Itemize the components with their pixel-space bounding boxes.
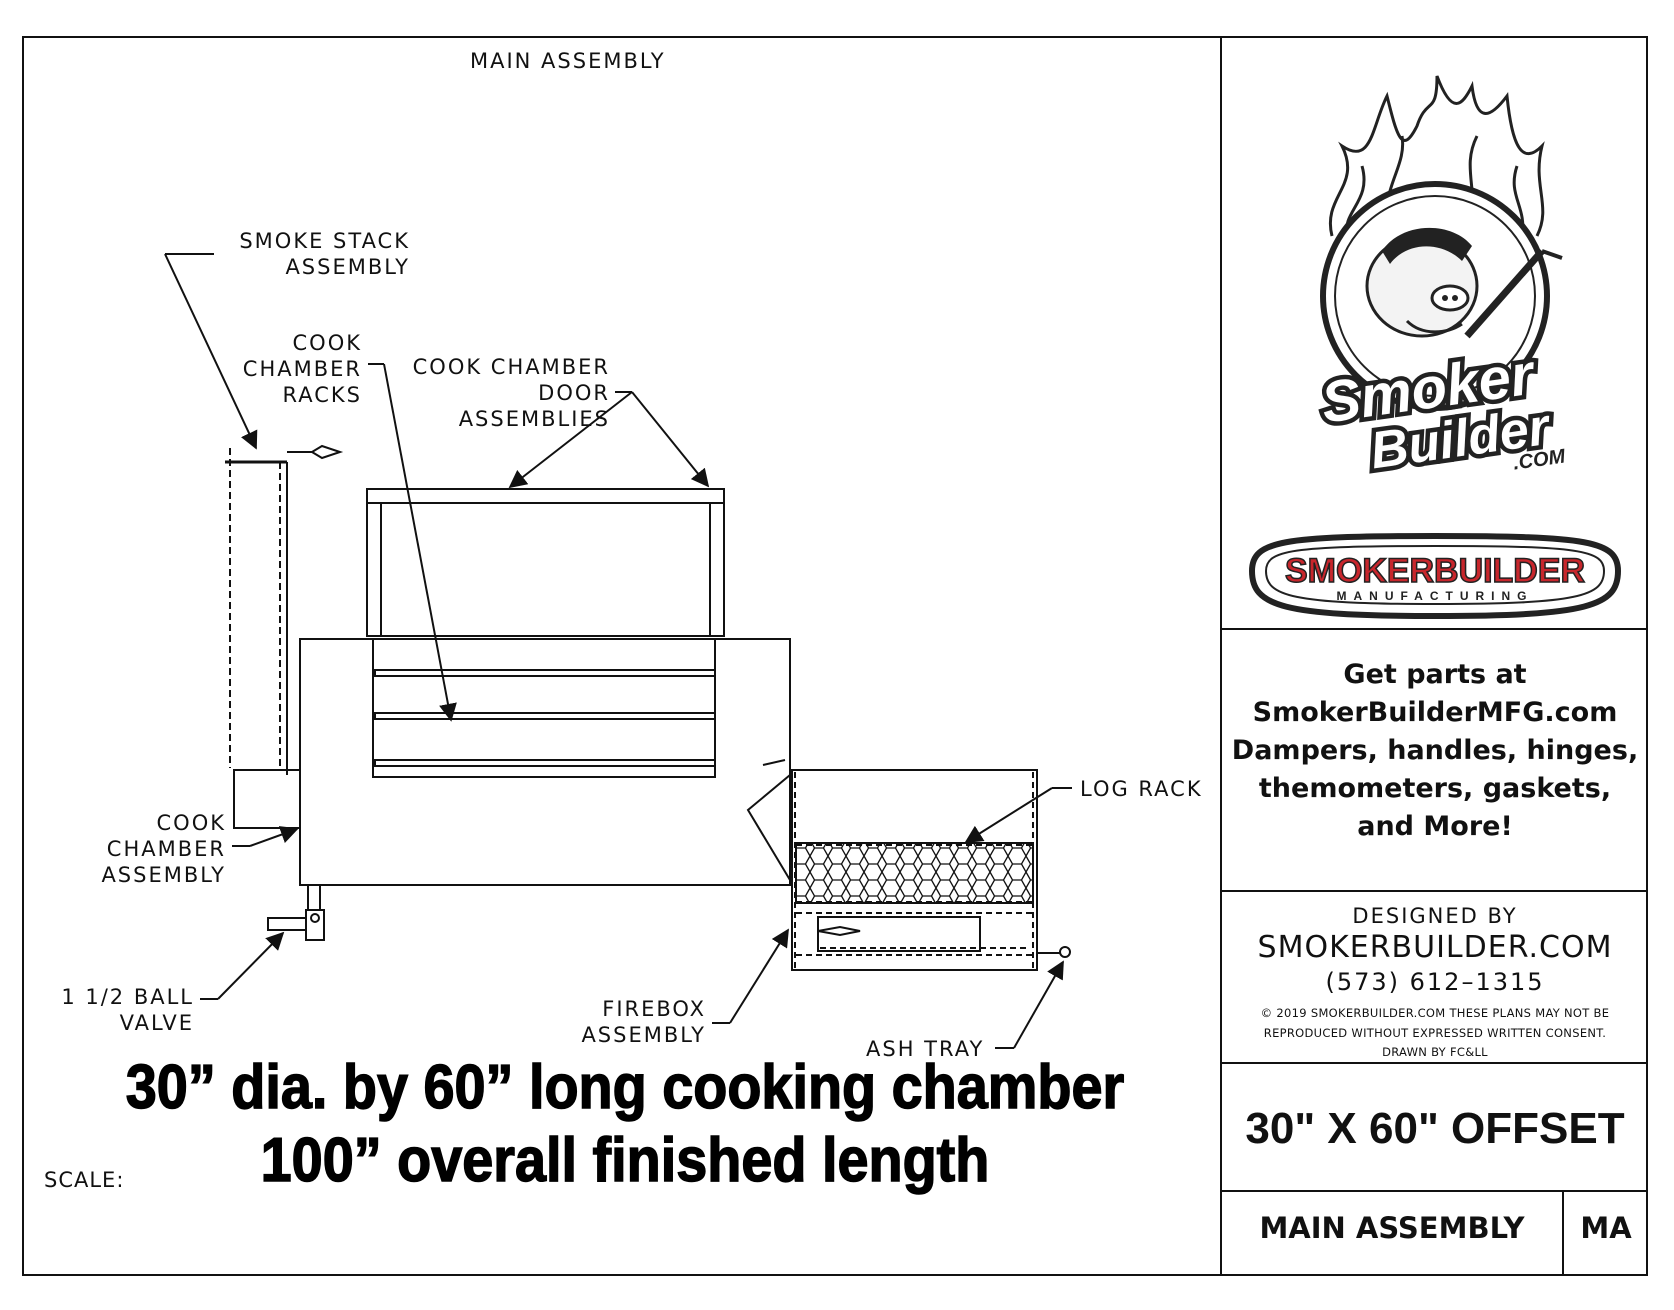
designer-site: SMOKERBUILDER.COM bbox=[1257, 930, 1613, 965]
firebox-assembly-callout: FIREBOX ASSEMBLY bbox=[581, 997, 706, 1047]
title-block: Smoker Builder .COM SMOKERBUILDER MANUFA… bbox=[1220, 36, 1648, 1276]
title-divider bbox=[1562, 1192, 1564, 1274]
drawing-title: 30" X 60" OFFSET bbox=[1245, 1104, 1625, 1153]
sheet-name: MAIN ASSEMBLY bbox=[1259, 1211, 1525, 1245]
ball-valve-callout: 1 1/2 BALL VALVE bbox=[61, 985, 194, 1035]
cook-chamber-racks-callout: COOK CHAMBER RACKS bbox=[242, 331, 362, 407]
ash-tray-callout: ASH TRAY bbox=[866, 1037, 985, 1061]
main-assembly-drawing bbox=[164, 253, 1072, 1049]
smoke-stack-callout: SMOKE STACK ASSEMBLY bbox=[239, 229, 410, 279]
copyright-line-1: © 2019 SMOKERBUILDER.COM THESE PLANS MAY… bbox=[1260, 1006, 1610, 1020]
ball-valve bbox=[267, 884, 325, 941]
parts-line-5: and More! bbox=[1357, 811, 1513, 842]
parts-line-1: Get parts at bbox=[1343, 659, 1527, 690]
parts-panel bbox=[1222, 630, 1648, 892]
mfg-logo-word-2: MANUFACTURING bbox=[1337, 589, 1534, 603]
cook-chamber-assembly-callout: COOK CHAMBER ASSEMBLY bbox=[101, 811, 226, 887]
smokerbuilder-mfg-logo: SMOKERBUILDER MANUFACTURING bbox=[1248, 532, 1622, 620]
cook-chamber-body bbox=[299, 638, 791, 886]
headline-line-2: 100” overall finished length bbox=[260, 1125, 990, 1196]
leader-lines bbox=[164, 253, 1072, 1049]
parts-line-4: themometers, gaskets, bbox=[1258, 773, 1612, 804]
copyright-line-2: REPRODUCED WITHOUT EXPRESSED WRITTEN CON… bbox=[1263, 1026, 1607, 1040]
drawn-by: DRAWN BY FC&LL bbox=[1382, 1045, 1488, 1059]
cook-chamber-door-callout: COOK CHAMBER DOOR ASSEMBLIES bbox=[412, 355, 610, 431]
logo-panel: Smoker Builder .COM SMOKERBUILDER MANUFA… bbox=[1222, 36, 1648, 630]
designer-phone: (573) 612–1315 bbox=[1325, 968, 1545, 996]
drawing-title-panel bbox=[1222, 1064, 1648, 1192]
parts-line-2: SmokerBuilderMFG.com bbox=[1252, 697, 1618, 728]
mfg-logo-word-1: SMOKERBUILDER bbox=[1285, 552, 1585, 590]
designer-panel bbox=[1222, 892, 1648, 1064]
smokerbuilder-pig-logo: Smoker Builder .COM bbox=[1313, 75, 1568, 485]
sheet-header-title: MAIN ASSEMBLY bbox=[470, 49, 666, 73]
sheet-code: MA bbox=[1580, 1211, 1632, 1245]
smoke-stack bbox=[225, 444, 344, 829]
firebox bbox=[746, 769, 1071, 971]
headline-line-1: 30” dia. by 60” long cooking chamber bbox=[125, 1052, 1125, 1123]
log-rack-callout: LOG RACK bbox=[1080, 777, 1203, 801]
designed-by-label: DESIGNED BY bbox=[1352, 904, 1518, 928]
parts-line-3: Dampers, handles, hinges, bbox=[1231, 735, 1639, 766]
parts-info: Get parts at SmokerBuilderMFG.com Damper… bbox=[1222, 656, 1648, 846]
scale-label: SCALE: bbox=[44, 1168, 125, 1192]
drawing-sheet-border bbox=[22, 36, 1648, 1276]
